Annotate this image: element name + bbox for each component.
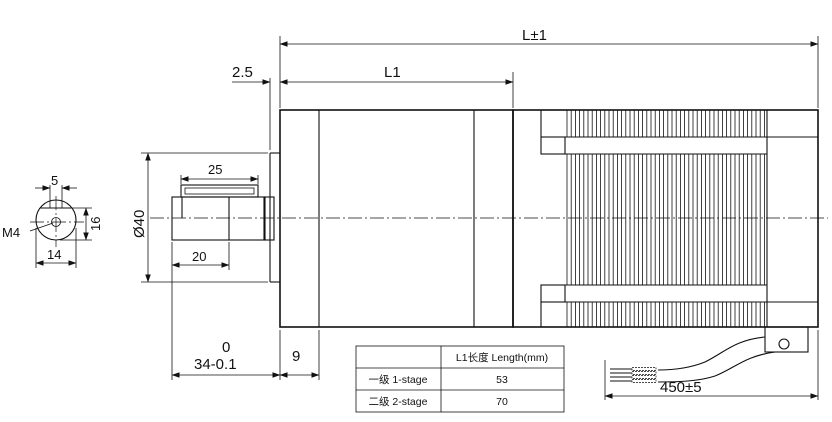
- output-shaft: [171, 196, 266, 241]
- table-row-length: 53: [496, 374, 508, 386]
- table-header-col2: L1长度 Length(mm): [456, 351, 548, 364]
- key-length-label: 25: [208, 162, 222, 177]
- shaft-length-upper-label: 0: [222, 339, 230, 356]
- thread-label: M4: [2, 225, 20, 240]
- lead-wire-sleeve: [631, 375, 657, 379]
- table-row-length: 70: [496, 396, 508, 408]
- key-offset-label: 20: [192, 249, 206, 264]
- dimension-lines: L±1 2.5 L1 25 Ø40 20 0 34-0.1 9: [131, 27, 819, 400]
- cable: [657, 336, 766, 371]
- pilot-diameter-label: Ø40: [131, 210, 148, 238]
- table-row-stage: 一级 1-stage: [369, 374, 428, 386]
- shaft-key: [180, 184, 259, 198]
- motor-side-view: [150, 109, 828, 383]
- lead-length-label: 450±5: [660, 379, 702, 396]
- table-frame: [355, 345, 565, 413]
- flat-height-label: 16: [88, 217, 103, 231]
- cooling-fins: [566, 110, 765, 327]
- flange-offset-label: 2.5: [232, 64, 253, 81]
- overall-length-label: L±1: [522, 27, 547, 44]
- key-width-label: 5: [51, 173, 58, 188]
- shaft-length-lower-label: 34-0.1: [194, 356, 237, 373]
- shaft-dia-label: 14: [47, 247, 61, 262]
- lead-wire-sleeve: [631, 379, 657, 383]
- lead-wire-sleeve: [631, 367, 657, 371]
- lead-wire-sleeve: [631, 371, 657, 375]
- table-row-stage: 二级 2-stage: [369, 396, 428, 408]
- cable-outlet: [764, 326, 809, 353]
- flange-thickness-label: 9: [292, 348, 300, 365]
- motor-body: [512, 109, 819, 328]
- length-table: L1长度 Length(mm) 一级 1-stage 53 二级 2-stage…: [355, 345, 565, 413]
- shaft-end-view: 5 16 M4 14: [2, 173, 103, 268]
- body-length-label: L1: [384, 64, 401, 81]
- lead-wires: [610, 367, 657, 383]
- gearbox-body: [279, 109, 514, 328]
